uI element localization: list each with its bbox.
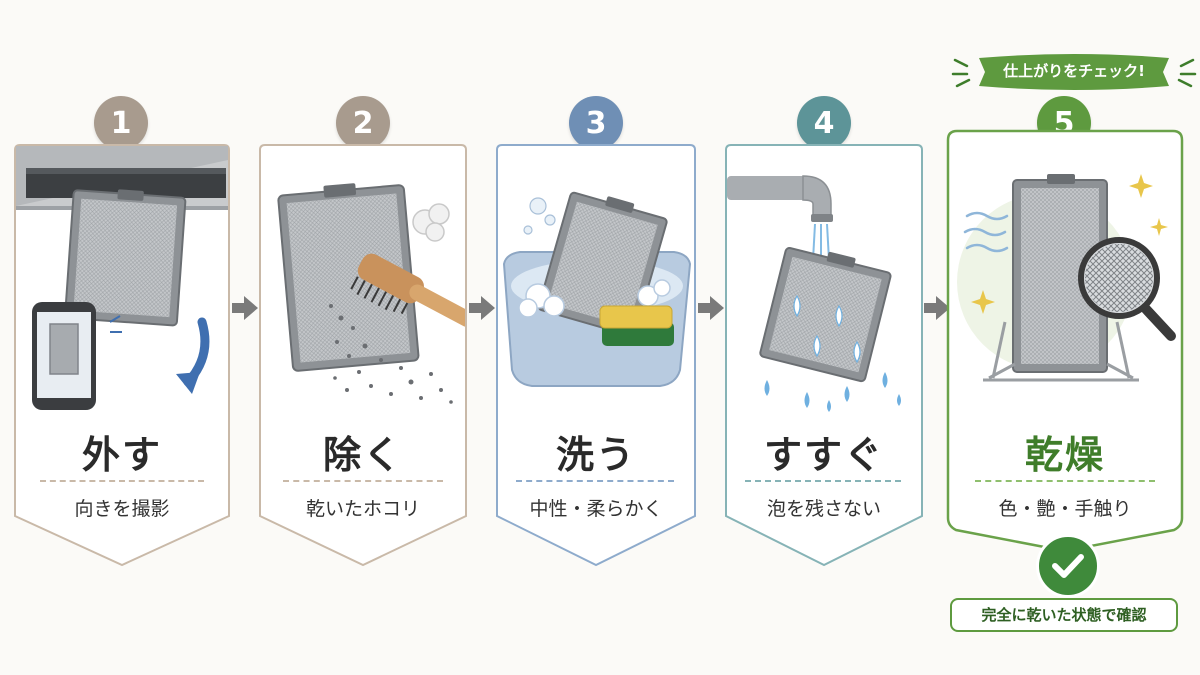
step-5-card: 乾燥 色・艶・手触り [946,129,1184,553]
step-2-divider [283,480,443,482]
filter-stand-magnifier-icon [957,174,1176,382]
brush-dust-icon [277,183,465,404]
step-4-card: すすぐ 泡を残さない [725,144,923,567]
step-1-divider [40,480,204,482]
step-4-divider [745,480,901,482]
step-2-number: 2 [336,96,390,150]
step-4-subtitle: 泡を残さない [766,498,881,520]
arrow-1-icon [232,296,258,324]
step-1-number: 1 [94,96,148,150]
arrow-4-icon [924,296,950,324]
check-banner-label: 仕上がりをチェック! [1003,62,1145,80]
step-1-card: 外す 向きを撮影 [14,144,230,567]
step-3-subtitle: 中性・柔らかく [529,498,663,520]
step-3-divider [516,480,674,482]
step-2-title: 除く [322,433,403,477]
step-5-subtitle: 色・艶・手触り [998,498,1132,520]
step-4-title: すすぐ [763,433,884,477]
step-2-subtitle: 乾いたホコリ [305,498,420,520]
arrow-2-icon [469,296,495,324]
step-1-title: 外す [81,433,162,477]
step-5-title: 乾燥 [1024,433,1105,477]
arrow-3-icon [698,296,724,324]
check-label: 完全に乾いた状態で確認 [950,598,1178,632]
step-5-divider [975,480,1155,482]
check-banner [951,54,1197,90]
step-4-number: 4 [797,96,851,150]
step-3-card: 洗う 中性・柔らかく [496,144,696,567]
step-3-title: 洗う [555,433,636,477]
step-2-card: 除く 乾いたホコリ [259,144,467,567]
basin-sponge-icon [502,191,692,387]
hood-filter-removal-icon [16,146,228,410]
step-3-number: 3 [569,96,623,150]
check-circle-icon [1036,534,1100,598]
step-1-subtitle: 向きを撮影 [74,498,170,520]
faucet-rinse-icon [727,175,901,412]
